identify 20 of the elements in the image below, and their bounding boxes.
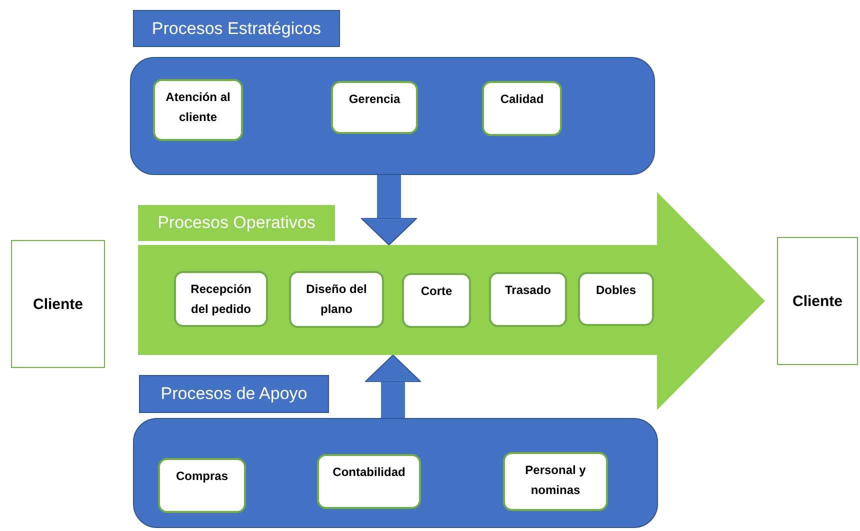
process-box: Trasado <box>489 272 567 327</box>
section-header: Procesos de Apoyo <box>139 375 329 413</box>
block-arrow <box>360 175 418 246</box>
process-box: Personal y nominas <box>503 452 608 511</box>
process-box: Contabilidad <box>317 454 421 509</box>
group-panel <box>130 57 655 175</box>
section-header: Procesos Estratégicos <box>133 10 340 47</box>
process-box: Atención al cliente <box>153 79 243 141</box>
process-box: Corte <box>402 273 471 328</box>
process-box: Gerencia <box>331 81 418 134</box>
process-box: Recepción del pedido <box>174 271 268 327</box>
process-box: Diseño del plano <box>289 271 384 328</box>
process-box: Compras <box>158 458 246 513</box>
group-panel <box>133 418 658 528</box>
block-arrow <box>364 354 422 418</box>
client-box: Cliente <box>11 240 105 368</box>
client-box: Cliente <box>777 237 858 365</box>
section-header: Procesos Operativos <box>138 205 335 241</box>
process-box: Calidad <box>482 81 562 136</box>
process-box: Dobles <box>578 272 654 326</box>
